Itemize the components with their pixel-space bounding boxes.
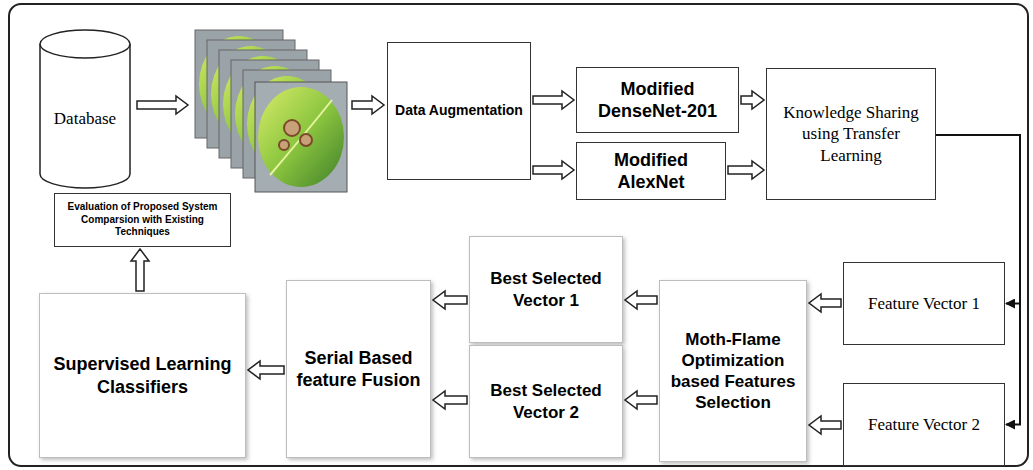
- vector-box: Best Selected Vector 2: [469, 345, 623, 458]
- vector-box: Feature Vector 1: [843, 262, 1005, 345]
- outer-frame: [9, 4, 1028, 466]
- flow-arrow: [741, 91, 764, 109]
- selection-box: Moth-Flame Optimization based Features S…: [659, 280, 807, 462]
- process-box: Data Augmentation: [387, 42, 531, 180]
- leaf-image-stack: [195, 30, 347, 192]
- flow-arrow: [809, 416, 841, 434]
- flow-arrow: [625, 291, 657, 309]
- flow-arrow: [131, 249, 149, 291]
- flow-arrow: [533, 161, 574, 179]
- node-label: Feature Vector 1: [868, 293, 980, 314]
- node-label: Serial Based feature Fusion: [293, 347, 424, 392]
- classifier-box: Supervised Learning Classifiers: [39, 293, 246, 458]
- node-label: Best Selected Vector 1: [476, 268, 616, 311]
- process-box: Knowledge Sharing using Transfer Learnin…: [766, 68, 936, 200]
- node-label: Modified DenseNet-201: [583, 78, 732, 123]
- fusion-box: Serial Based feature Fusion: [286, 280, 431, 458]
- vector-box: Feature Vector 2: [843, 383, 1005, 466]
- flow-arrow: [433, 291, 467, 309]
- flow-arrow: [809, 294, 841, 312]
- model-box: Modified AlexNet: [576, 142, 726, 200]
- flow-arrow: [625, 391, 657, 409]
- node-label: Best Selected Vector 2: [476, 380, 616, 423]
- flow-arrow: [352, 96, 384, 114]
- cylinder-outline: [38, 28, 132, 190]
- flow-arrow: [728, 161, 764, 179]
- node-label: Feature Vector 2: [868, 414, 980, 435]
- evaluation-box: Evaluation of Proposed System Comparsion…: [54, 193, 231, 247]
- database-cylinder: Database: [38, 28, 132, 190]
- node-label: Supervised Learning Classifiers: [46, 353, 239, 398]
- node-label: Database: [54, 108, 116, 129]
- flow-arrow: [433, 391, 467, 409]
- node-label: Modified AlexNet: [583, 149, 719, 194]
- node-label: Knowledge Sharing using Transfer Learnin…: [773, 102, 929, 166]
- node-label: Data Augmentation: [395, 102, 523, 120]
- flow-arrow: [533, 91, 574, 109]
- flow-arrow: [248, 361, 284, 379]
- flow-arrow: [137, 96, 188, 114]
- node-label: Moth-Flame Optimization based Features S…: [666, 329, 800, 414]
- model-box: Modified DenseNet-201: [576, 67, 739, 133]
- vector-box: Best Selected Vector 1: [469, 236, 623, 343]
- node-label: Evaluation of Proposed System Comparsion…: [61, 201, 224, 239]
